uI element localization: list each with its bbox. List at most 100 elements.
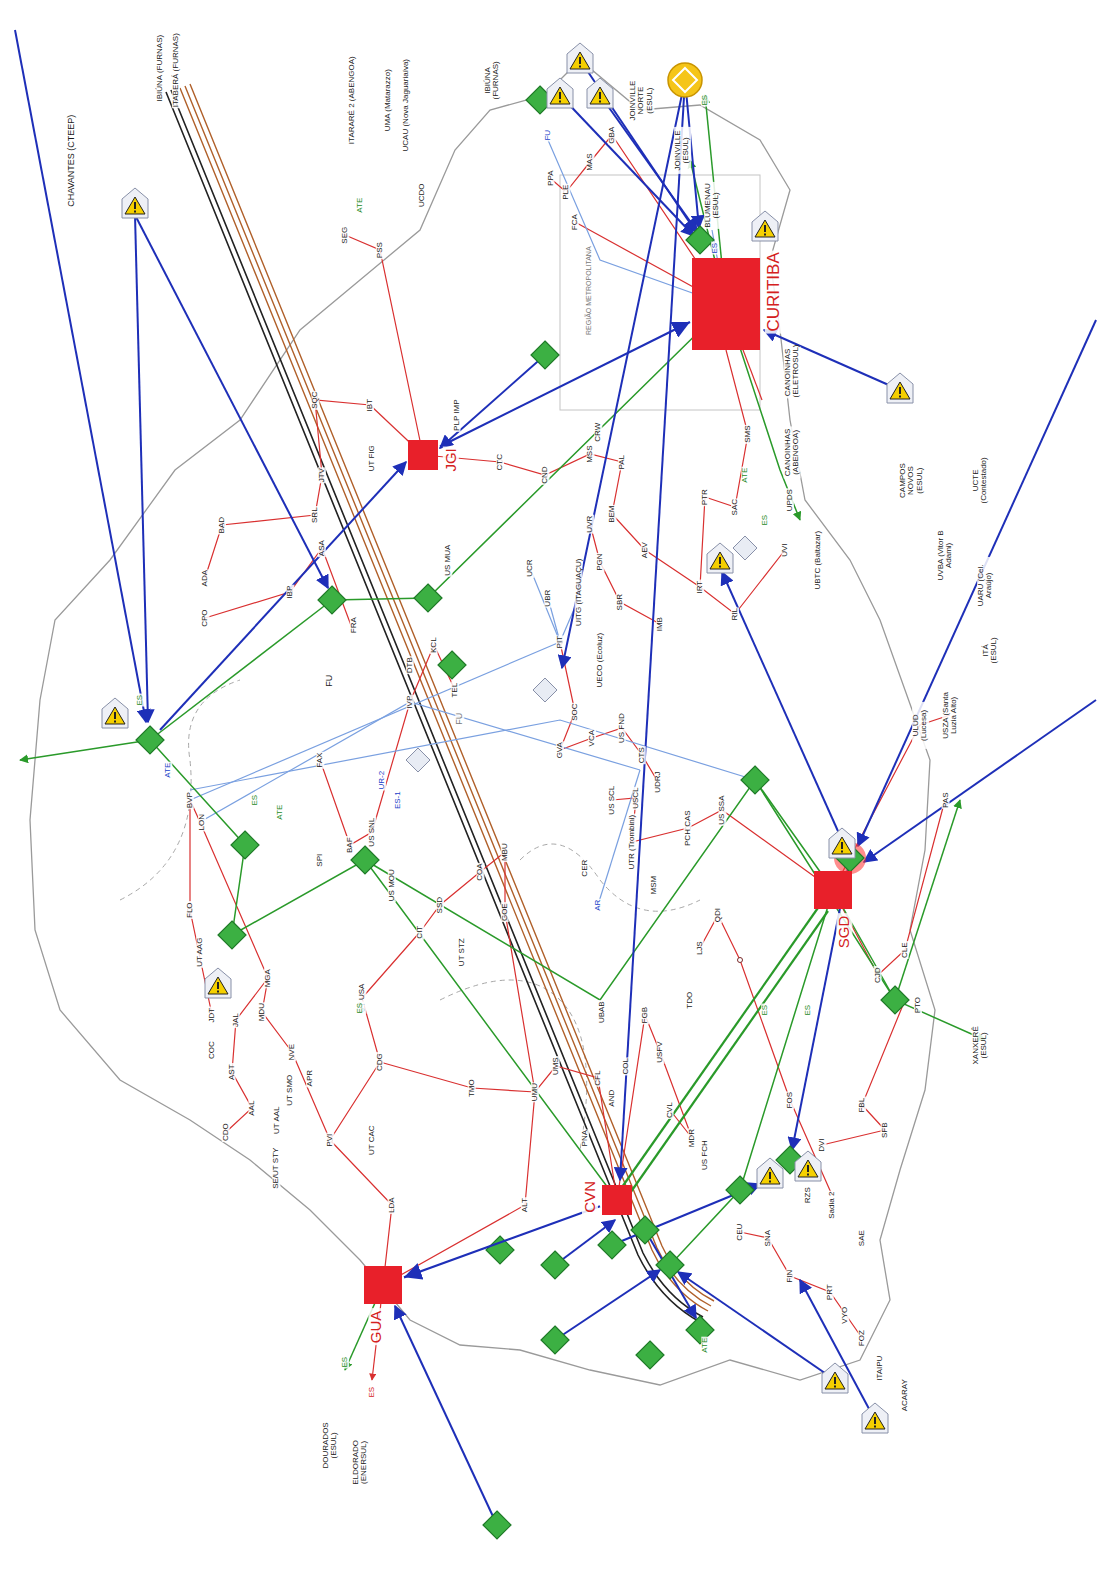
status-icon [351,846,379,874]
comm-link [580,60,696,232]
comm-link [135,215,148,722]
station-label: PTO [914,996,922,1014]
station-label: UCAU (Nova Jaguariaíva) [402,58,410,152]
station-label: PRT [826,1283,834,1301]
station-label: COL [622,1057,630,1075]
station-label: ES [761,514,769,527]
station-label: TDO [686,991,694,1010]
transmission-line [200,822,292,1052]
station-label: FCA [571,213,579,231]
transmission-line [205,548,352,628]
station-label: CPO [201,609,209,628]
transmission-line [590,524,660,624]
station-label: DTB [406,656,414,674]
station-label: CANOINHAS (ABENGOA) [784,426,801,478]
station-label: UCTE (Contestado) [972,451,989,508]
station-label: BAF [346,836,354,854]
station-label: GBA [608,126,616,145]
station-label: IBP [286,585,294,600]
comm-connector [404,1206,600,1277]
status-icon [795,1151,821,1181]
station-label: PGN [596,553,604,572]
station-label: ES [368,1386,376,1399]
status-icon [541,1251,569,1279]
station-label: ITAIPU [876,1355,884,1382]
station-label: US FND [618,712,626,744]
status-icon [631,1216,659,1244]
station-label: FIN [786,1269,794,1284]
station-label: CTS [638,746,646,764]
station-label: MBU [501,842,509,862]
station-label: IMB [656,616,664,632]
transmission-line [383,1092,535,1285]
status-icon [686,226,714,254]
station-label: BAD [218,516,226,534]
station-label: GVA [556,741,564,759]
station-label: RIL [731,607,739,621]
substation-node: SGD [814,871,852,909]
station-label: AST [228,1063,236,1081]
region-boundary [120,175,760,1150]
station-label: SPI [316,853,324,868]
station-label: LDA [388,1196,396,1214]
status-icon [231,831,259,859]
station-label: SNA [764,1229,772,1247]
station-label: APR [306,1069,314,1087]
station-label: PLE [562,184,570,201]
station-label: US SSA [718,795,726,826]
station-label: US SCL [608,785,616,816]
status-icon [686,1316,714,1344]
status-icon [567,43,593,73]
station-label: UT AAL [272,1105,280,1134]
station-label: ES [761,1004,769,1017]
station-label: SQC [311,391,319,410]
station-label: IVP [406,695,414,710]
station-label: UT AAG [196,937,204,968]
station-label: SE/UT STY [272,1147,280,1190]
substation-name: CURITIBA [764,250,782,333]
transmission-line [205,400,370,578]
station-label: REGIÃO METROPOLITANA [584,245,591,336]
station-label: DVI [818,1138,826,1153]
comm-link [395,1306,497,1525]
status-icon [547,78,573,108]
substation-square [364,1266,402,1304]
station-label: CFL [594,1070,602,1087]
status-icon [438,651,466,679]
comm-link [160,462,406,730]
green-line [150,740,617,1200]
station-label: UT CAC [368,1124,376,1156]
station-label: JOINVILLE NORTE (ESUL) [629,74,654,126]
station-label: ATE [164,762,172,779]
station-label: UMU [531,1082,539,1102]
station-label: ES [356,1002,364,1015]
station-label: ES [711,242,719,255]
transmission-line [226,978,268,1132]
station-label: RZS [804,1186,812,1204]
station-label: SSD [436,896,444,914]
station-label: CER [581,859,589,878]
status-icon [822,1363,848,1393]
station-label: ALT [521,1197,529,1213]
station-label: KCL [430,636,438,654]
station-label: CAMPOS NOVOS (ESUL) [899,454,924,506]
connector-group [404,322,690,1277]
station-label: AR [594,899,602,912]
station-label: AEV [641,541,649,559]
status-icon [541,1326,569,1354]
station-label: COC [208,1040,216,1060]
station-label: ITARARÉ 2 (ABENGOA) [348,55,356,145]
status-icon [673,68,697,92]
comm-link [15,30,1096,1525]
substation-square [602,1185,632,1215]
station-label: ATE [701,1337,709,1354]
station-label: BLUMENAU (ESUL) [704,181,721,228]
station-label: ES [251,794,259,807]
status-icon [862,1403,888,1433]
substation-name: JGI [442,446,458,473]
green-line [365,780,833,1000]
station-label: MGA [264,968,272,988]
comm-link [555,1270,660,1340]
green-line [20,95,985,1370]
station-label: UBR [544,589,552,608]
